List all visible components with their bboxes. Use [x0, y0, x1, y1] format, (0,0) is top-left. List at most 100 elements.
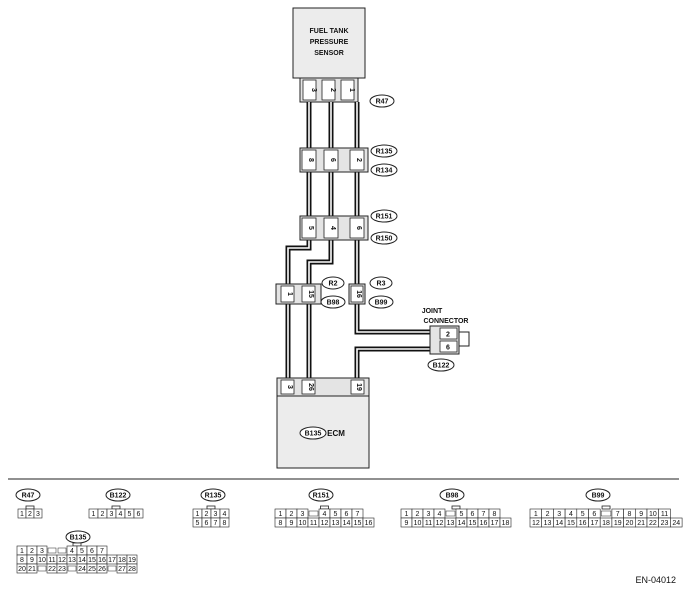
legend-pin-number: 5	[196, 520, 200, 527]
legend-pin-number: 2	[290, 511, 294, 518]
legend-pin-number: 1	[196, 511, 200, 518]
legend-pin-cell	[96, 563, 108, 574]
legend-pin-number: 2	[101, 511, 105, 518]
sensor-pin-1: 1	[348, 88, 355, 92]
svg-text:4: 4	[329, 226, 336, 230]
svg-text:R2: R2	[329, 281, 338, 288]
legend-pin-number: 14	[343, 520, 351, 527]
legend-gap	[600, 510, 612, 517]
ecm-box: B135 ECM	[276, 395, 370, 469]
legend-pin-number: 1	[279, 511, 283, 518]
legend-latch	[320, 505, 329, 510]
legend-pin-number: 27	[118, 566, 126, 573]
legend-gap	[67, 565, 77, 572]
legend-pin-number: 12	[532, 520, 540, 527]
legend-pin-number: 4	[119, 511, 123, 518]
svg-text:6: 6	[329, 158, 336, 162]
legend-pin-number: 18	[502, 520, 510, 527]
legend-pin-number: 3	[110, 511, 114, 518]
sensor-label-line2: PRESSURE	[310, 39, 349, 46]
legend-pin-number: 1	[20, 511, 24, 518]
legend-tag-ellipse	[439, 488, 465, 502]
legend-pin-number: 7	[356, 511, 360, 518]
svg-text:1: 1	[286, 292, 293, 296]
legend-pin-number: 6	[90, 548, 94, 555]
legend-pin-number: 15	[354, 520, 362, 527]
legend-pin-number: 6	[345, 511, 349, 518]
legend-pin-number: 1	[92, 511, 96, 518]
legend-pin-number: 4	[70, 548, 74, 555]
legend-pin-number: 12	[58, 557, 66, 564]
ecm-label: ECM	[327, 429, 345, 438]
ecm-tag: B135	[305, 431, 322, 438]
legend-pin-number: 4	[223, 511, 227, 518]
figure-code: EN-04012	[635, 575, 676, 585]
fuel-tank-pressure-sensor: FUEL TANK PRESSURE SENSOR	[292, 7, 366, 79]
sensor-connector: 3 2 1	[299, 77, 359, 103]
legend-pin-number: 18	[118, 557, 126, 564]
legend-pin-number: 9	[405, 520, 409, 527]
connector-tag-b98: B98	[320, 295, 346, 309]
legend-pin-number: 3	[214, 511, 218, 518]
legend-pin-number: 12	[321, 520, 329, 527]
legend-pin-number: 14	[458, 520, 466, 527]
legend-pin-number: 17	[108, 557, 116, 564]
legend-pin-number: 23	[58, 566, 66, 573]
legend-tag-ellipse	[585, 488, 611, 502]
legend-pin-number: 14	[78, 557, 86, 564]
legend-pin-number: 2	[205, 511, 209, 518]
legend-pin-number: 21	[28, 566, 36, 573]
legend-pin-number: 15	[469, 520, 477, 527]
legend-pin-number: 4	[569, 511, 573, 518]
svg-text:16: 16	[355, 290, 362, 298]
connector-tag-b99: B99	[368, 295, 394, 309]
legend-tag-b135: B135	[70, 535, 87, 542]
legend-pin-number: 16	[98, 557, 106, 564]
legend-gap	[107, 565, 117, 572]
legend-pin-number: 1	[405, 511, 409, 518]
connector-tag-r47: R47	[369, 94, 395, 108]
legend-pin-number: 9	[30, 557, 34, 564]
svg-text:B122: B122	[433, 363, 450, 370]
legend-pin-number: 6	[471, 511, 475, 518]
legend-pin-number: 25	[88, 566, 96, 573]
wire-harness	[285, 102, 430, 378]
legend-pin-number: 11	[661, 511, 668, 518]
legend-pin-number: 11	[425, 520, 432, 527]
legend-pin-number: 8	[279, 520, 283, 527]
svg-text:6: 6	[446, 345, 450, 352]
legend-pin-number: 4	[438, 511, 442, 518]
legend-pin-number: 3	[36, 511, 40, 518]
legend-pin-cell	[499, 517, 512, 528]
svg-text:R47: R47	[376, 99, 389, 106]
legend-pin-number: 10	[649, 511, 657, 518]
legend-pin-number: 13	[447, 520, 455, 527]
legend-pin-number: 9	[290, 520, 294, 527]
legend-tag-ellipse	[308, 488, 334, 502]
legend-pin-number: 24	[672, 520, 680, 527]
connector-r3-b99: 16	[348, 283, 366, 305]
legend-pin-number: 10	[38, 557, 46, 564]
legend-pin-number: 26	[98, 566, 106, 573]
legend-tag-b98: B98	[446, 493, 459, 500]
joint-label-line1: JOINT	[422, 308, 443, 315]
sensor-label-line1: FUEL TANK	[309, 28, 348, 35]
legend-gap	[47, 547, 57, 554]
svg-text:R134: R134	[376, 168, 393, 175]
connector-tag-r135: R135	[370, 144, 398, 158]
connector-tag-r2: R2	[321, 276, 345, 290]
legend-latch	[451, 505, 461, 510]
legend-pin-number: 17	[590, 520, 598, 527]
legend-pin-number: 16	[480, 520, 488, 527]
legend-pin-number: 24	[78, 566, 86, 573]
legend-pin-number: 9	[639, 511, 643, 518]
legend-tag-b122: B122	[110, 493, 127, 500]
legend-pin-number: 23	[661, 520, 669, 527]
legend-pin-number: 2	[416, 511, 420, 518]
legend-pin-number: 20	[18, 566, 26, 573]
legend-pin-number: 21	[637, 520, 645, 527]
legend-pin-number: 3	[427, 511, 431, 518]
